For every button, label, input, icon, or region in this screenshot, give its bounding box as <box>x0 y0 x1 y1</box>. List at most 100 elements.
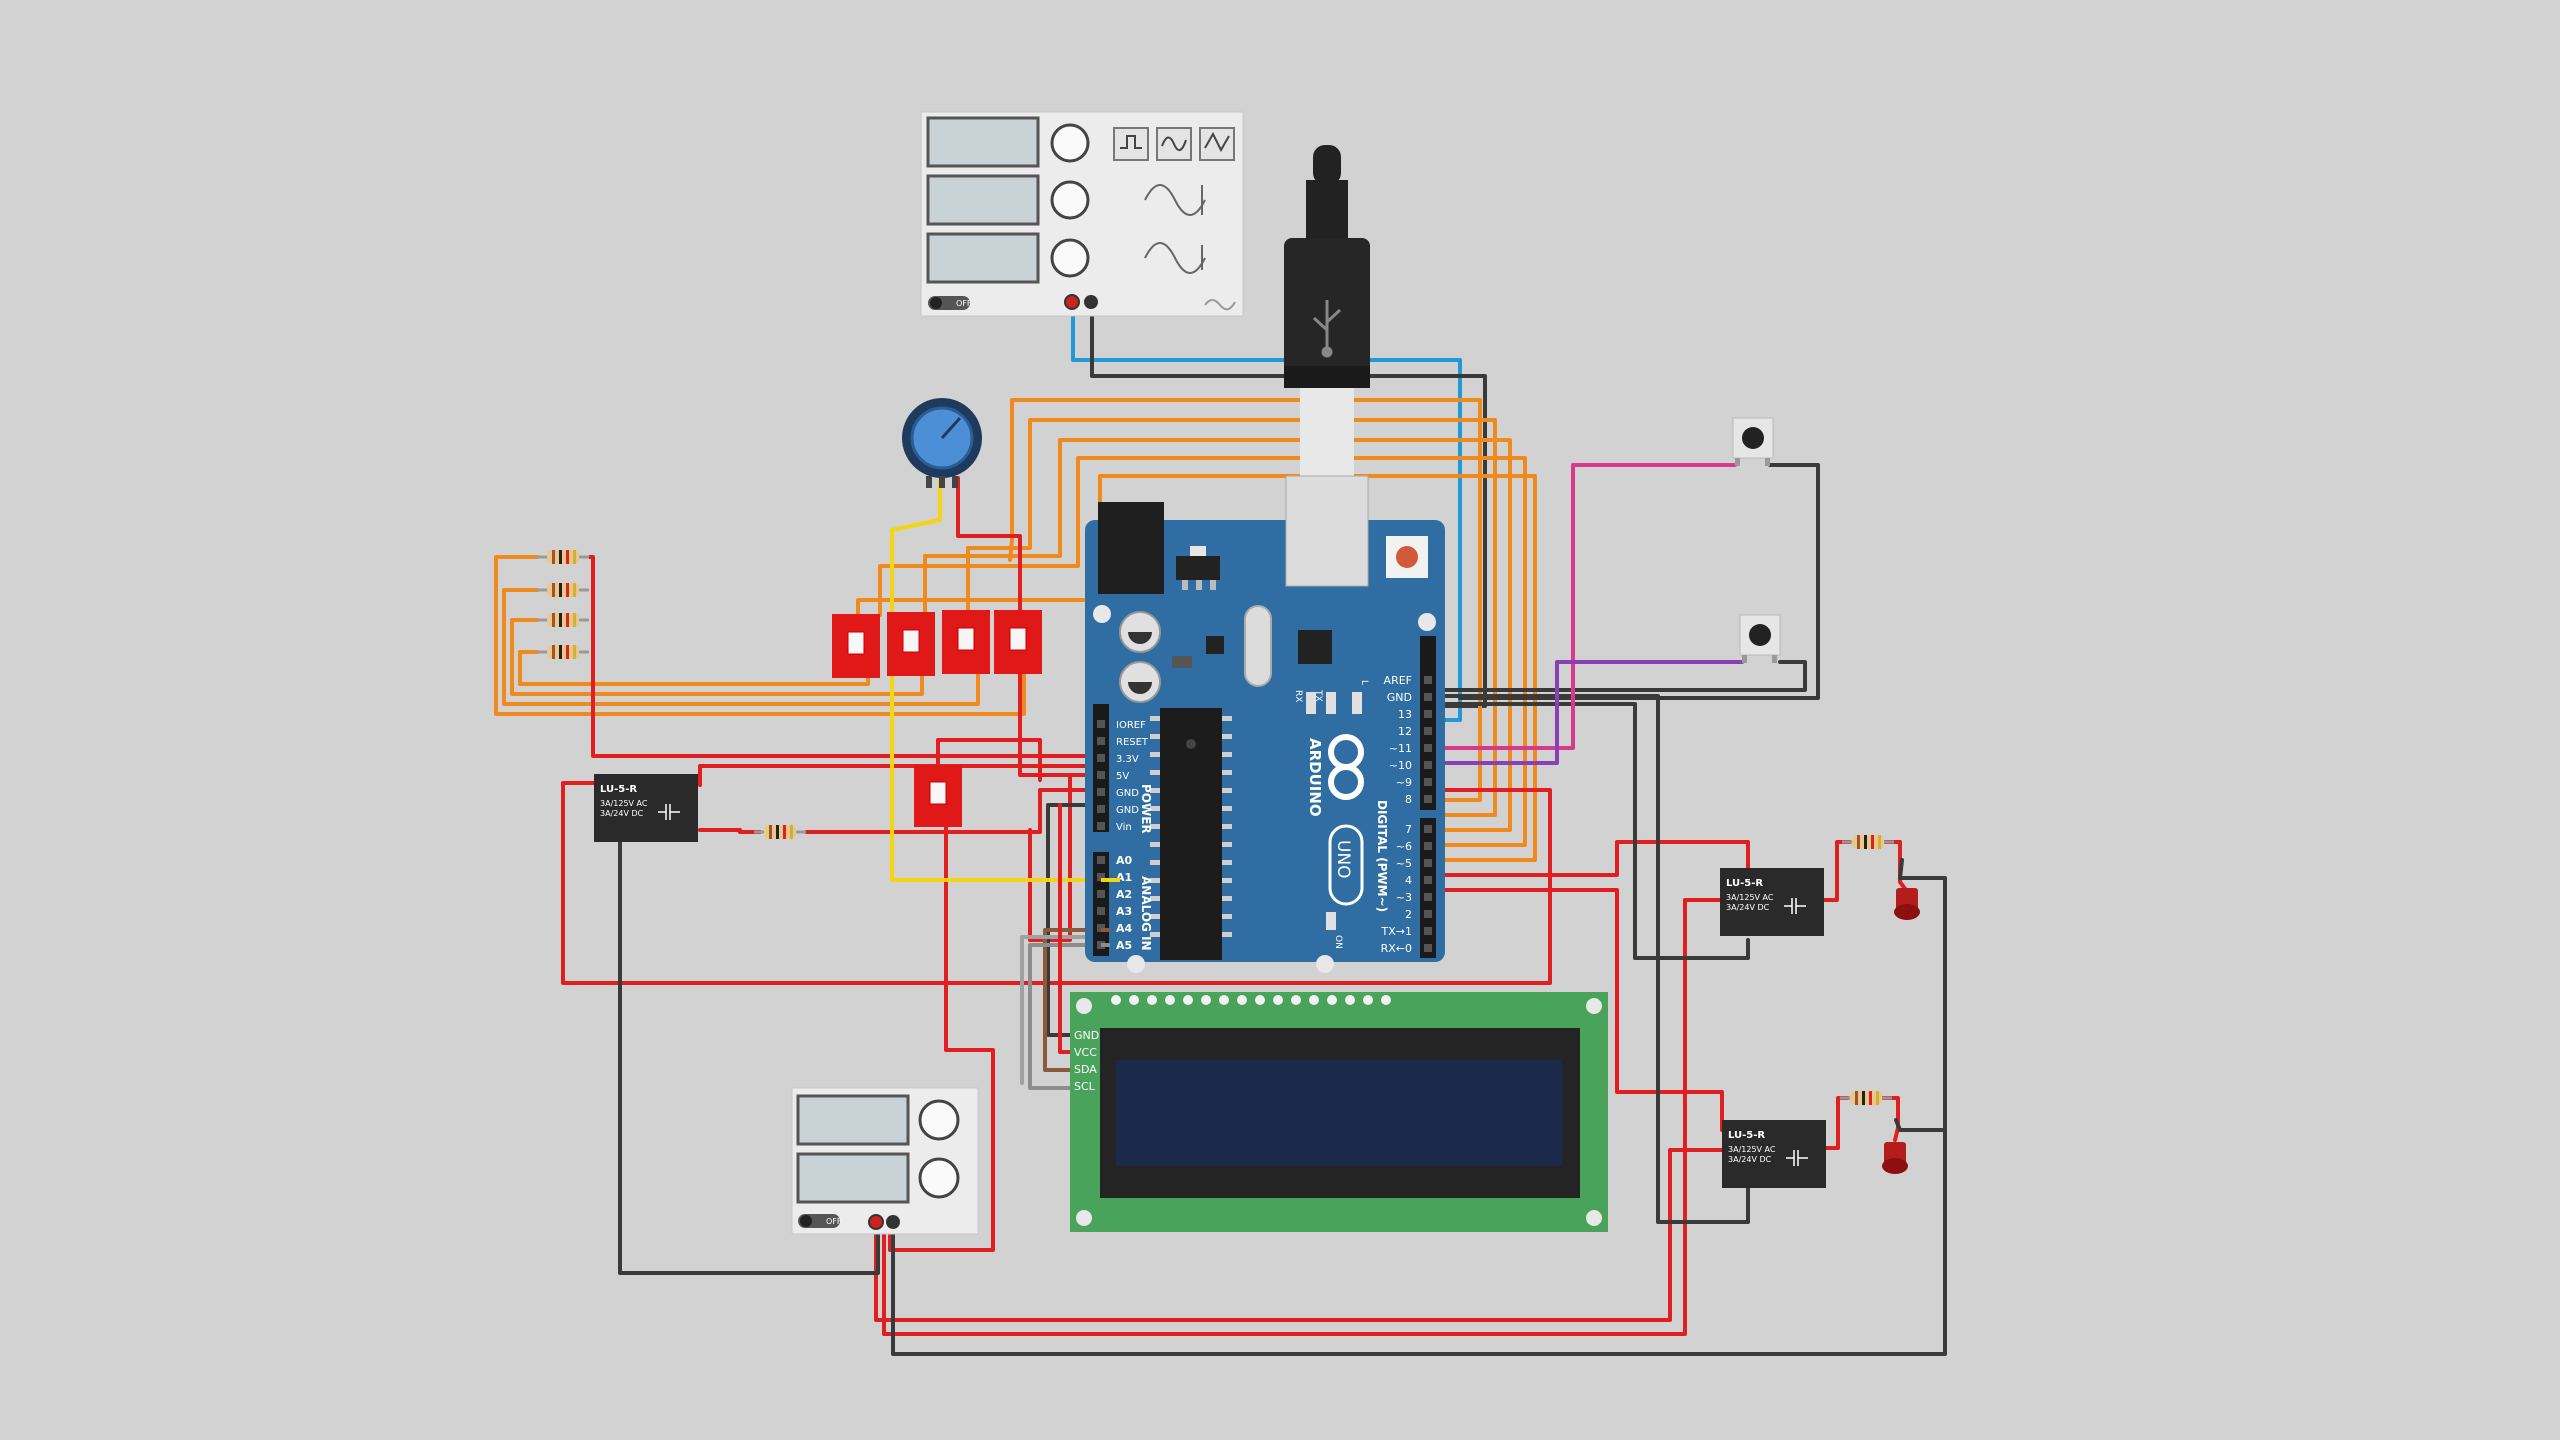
wire-red-supply-relays[interactable] <box>874 1148 1724 1322</box>
pin-label: 5V <box>1116 771 1129 782</box>
relay-right-bottom[interactable]: LU-5-R 3A/125V AC 3A/24V DC <box>1722 1120 1826 1188</box>
wire-purple-btn2[interactable] <box>1428 660 1744 765</box>
wire-black-gnd-relays[interactable] <box>1428 694 1750 1224</box>
resistor[interactable] <box>1842 835 1894 849</box>
push-button[interactable] <box>1739 614 1781 663</box>
psu-negative-terminal[interactable] <box>886 1215 900 1229</box>
wire-gray-scl-2[interactable] <box>1020 935 1102 1085</box>
funcgen-negative-terminal[interactable] <box>1084 295 1098 309</box>
wires <box>494 300 1947 1356</box>
wire-orange-5[interactable] <box>856 474 1537 862</box>
relay-dc-rating: 3A/24V DC <box>600 809 644 818</box>
wire-red-led1[interactable] <box>1820 840 1852 902</box>
voltage-knob[interactable] <box>918 1099 960 1141</box>
wire-gray-scl[interactable] <box>1028 943 1107 1090</box>
uno-label: UNO <box>1333 840 1353 879</box>
wire-red-small-dip[interactable] <box>936 738 1042 782</box>
wire-red-relay2[interactable] <box>1428 840 1750 882</box>
resistor-group <box>537 550 1894 1105</box>
wire-funcgen-red[interactable] <box>1071 300 1462 722</box>
triangle-wave-icon[interactable] <box>1199 127 1235 161</box>
relay-model: LU-5-R <box>1726 878 1763 889</box>
pin-label: 12 <box>1398 725 1412 738</box>
resistor[interactable] <box>1840 1091 1892 1105</box>
wire-orange-1[interactable] <box>1008 398 1482 802</box>
pin-label: 8 <box>1405 793 1412 806</box>
offset-knob[interactable] <box>1050 238 1090 278</box>
wire-magenta-btn1[interactable] <box>1428 463 1737 750</box>
led-red[interactable] <box>1894 888 1920 920</box>
wire-orange-2[interactable] <box>966 418 1497 817</box>
lcd-pin-label: SCL <box>1074 1080 1096 1093</box>
amplitude-display <box>926 174 1040 226</box>
l-led <box>1352 692 1362 714</box>
power-header[interactable] <box>1093 704 1109 832</box>
wire-red-led2[interactable] <box>1824 1096 1850 1150</box>
function-generator[interactable]: OFF <box>920 111 1244 317</box>
wire-orange-res-4[interactable] <box>518 650 870 686</box>
resistor[interactable] <box>754 825 806 839</box>
usb-b-port[interactable] <box>1285 475 1369 587</box>
led-red[interactable] <box>1882 1142 1908 1174</box>
wire-orange-res-1[interactable] <box>494 555 1026 716</box>
analog-header[interactable] <box>1093 852 1109 956</box>
digital-header-bottom[interactable] <box>1420 818 1436 958</box>
resistor[interactable] <box>537 583 589 597</box>
relay-model: LU-5-R <box>1728 1130 1765 1141</box>
wire-orange-3[interactable] <box>923 438 1512 832</box>
wire-black-gnd-relays-2[interactable] <box>1438 702 1750 960</box>
relay-left[interactable]: LU-5-R 3A/125V AC 3A/24V DC <box>594 774 698 842</box>
dip-switch[interactable] <box>832 614 880 678</box>
wire-orange-res-2[interactable] <box>502 588 980 706</box>
push-button[interactable] <box>1732 417 1774 466</box>
lcd-header-pins <box>1111 995 1391 1005</box>
wire-red-relay1[interactable] <box>698 764 1107 787</box>
dip-switch[interactable] <box>914 765 962 827</box>
wire-brown-sda[interactable] <box>1043 928 1107 1072</box>
potentiometer[interactable] <box>902 398 982 488</box>
usb-controller-chip <box>1298 630 1332 664</box>
wire-red-relay1-res[interactable] <box>698 828 762 834</box>
dip-switch-group <box>832 610 1042 827</box>
amplitude-knob[interactable] <box>1050 180 1090 220</box>
power-supply[interactable]: OFF <box>791 1087 979 1235</box>
pin-label: 2 <box>1405 908 1412 921</box>
wire-yellow-pot-a1[interactable] <box>890 478 1107 882</box>
wire-red-res-pin[interactable] <box>804 788 1107 834</box>
wire-red-relay3[interactable] <box>1428 888 1724 1132</box>
dc-barrel-jack[interactable] <box>1098 502 1164 594</box>
resistor[interactable] <box>537 550 589 564</box>
wire-orange-res-3[interactable] <box>510 618 924 696</box>
square-wave-icon[interactable] <box>1113 127 1149 161</box>
arduino-uno-board[interactable]: TX RX L ON ARDUINO UNO DIGITAL (PWM~) PO… <box>1085 475 1445 973</box>
wire-black-lcd-gnd[interactable] <box>1046 803 1107 1037</box>
dip-switch[interactable] <box>994 610 1042 674</box>
relay-right-top[interactable]: LU-5-R 3A/125V AC 3A/24V DC <box>1720 868 1824 936</box>
psu-switch-label: OFF <box>826 1217 842 1226</box>
wire-black-relay1-supply[interactable] <box>618 838 880 1275</box>
wire-red-supply-relays-2[interactable] <box>882 898 1750 1336</box>
sine-wave-icon[interactable] <box>1156 127 1192 161</box>
wire-red-small-dip-gnd[interactable] <box>1028 773 1107 942</box>
usb-cable[interactable] <box>1284 145 1370 478</box>
wire-red-pot[interactable] <box>956 476 1022 562</box>
pin-label: IOREF <box>1116 720 1146 731</box>
dip-switch[interactable] <box>887 612 935 676</box>
reset-button[interactable] <box>1396 546 1418 568</box>
usb-symbol-icon <box>1312 300 1342 358</box>
wire-orange-4[interactable] <box>878 456 1527 847</box>
wire-black-led-return[interactable] <box>1894 1118 1947 1132</box>
current-knob[interactable] <box>918 1157 960 1199</box>
lcd-screen <box>1116 1060 1562 1166</box>
resistor[interactable] <box>537 645 589 659</box>
wire-black-btn2[interactable] <box>1438 660 1807 692</box>
lcd-display-16x2[interactable]: GND VCC SDA SCL <box>1070 992 1608 1232</box>
funcgen-positive-terminal[interactable] <box>1064 294 1080 310</box>
wire-red-dip-supply[interactable] <box>888 826 995 1252</box>
resistor[interactable] <box>537 613 589 627</box>
wire-black-supply-leds[interactable] <box>891 858 1947 1356</box>
dip-switch[interactable] <box>942 610 990 674</box>
freq-knob[interactable] <box>1050 123 1090 163</box>
psu-positive-terminal[interactable] <box>868 1214 884 1230</box>
wire-red-relay1-pin[interactable] <box>561 781 1552 985</box>
